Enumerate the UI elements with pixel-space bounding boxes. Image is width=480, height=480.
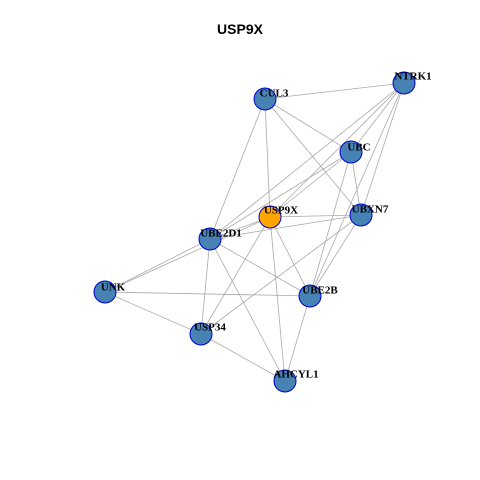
node-cul3[interactable] (253, 87, 277, 111)
edge-usp34-ahcyl1 (200, 333, 286, 382)
edge-ube2d1-usp34 (200, 238, 211, 335)
node-label-ube2b: UBE2B (302, 285, 338, 297)
edge-ubc-ube2d1 (209, 151, 352, 240)
edge-ube2d1-ube2b (209, 238, 311, 297)
edge-ubxn7-ube2b (309, 214, 362, 297)
node-label-usp34: USP34 (194, 322, 226, 334)
edge-ube2b-ahcyl1 (284, 295, 311, 382)
edge-ntrk1-ubc (350, 82, 405, 153)
node-label-ahcyl1: AHCYL1 (273, 369, 318, 381)
edge-usp9x-usp34 (200, 216, 271, 335)
node-label-ubxn7: UBXN7 (352, 204, 389, 216)
node-usp34[interactable] (189, 322, 213, 346)
edge-unk-ube2b (104, 291, 311, 297)
edge-ntrk1-ubxn7 (360, 82, 405, 216)
edges-layer (104, 82, 405, 382)
node-ahcyl1[interactable] (273, 369, 297, 393)
edge-usp9x-ahcyl1 (269, 216, 286, 382)
node-label-ube2d1: UBE2D1 (200, 228, 242, 240)
node-ubxn7[interactable] (349, 203, 373, 227)
edge-usp9x-ube2b (269, 216, 311, 297)
node-label-usp9x: USP9X (264, 205, 298, 217)
node-ubc[interactable] (339, 140, 363, 164)
edge-ubxn7-usp9x (269, 214, 362, 218)
edge-cul3-ubc (264, 98, 352, 153)
edge-ntrk1-ube2d1 (209, 82, 405, 240)
edge-ubc-ube2b (309, 151, 352, 297)
edge-cul3-ube2d1 (209, 98, 266, 240)
node-ntrk1[interactable] (392, 71, 416, 95)
node-label-ntrk1: NTRK1 (394, 71, 431, 83)
edge-ubxn7-ube2d1 (209, 214, 362, 240)
nodes-layer (93, 71, 416, 393)
node-ube2d1[interactable] (198, 227, 222, 251)
node-ube2b[interactable] (298, 284, 322, 308)
edge-ube2d1-unk (104, 238, 211, 293)
edge-cul3-ubxn7 (264, 98, 362, 216)
node-label-ubc: UBC (347, 142, 370, 154)
node-label-unk: UNK (101, 282, 126, 294)
edge-usp9x-unk (104, 216, 271, 293)
edge-unk-usp34 (104, 291, 202, 335)
node-label-cul3: CUL3 (260, 88, 289, 100)
node-unk[interactable] (93, 280, 117, 304)
edge-ubxn7-usp34 (200, 214, 362, 335)
edge-ubc-usp9x (269, 151, 352, 218)
graph-title: USP9X (217, 21, 263, 37)
edge-cul3-ntrk1 (264, 82, 405, 100)
edge-ube2d1-ahcyl1 (209, 238, 286, 382)
node-usp9x[interactable] (258, 205, 282, 229)
edge-ntrk1-usp9x (269, 82, 405, 218)
edge-cul3-usp9x (264, 98, 271, 218)
